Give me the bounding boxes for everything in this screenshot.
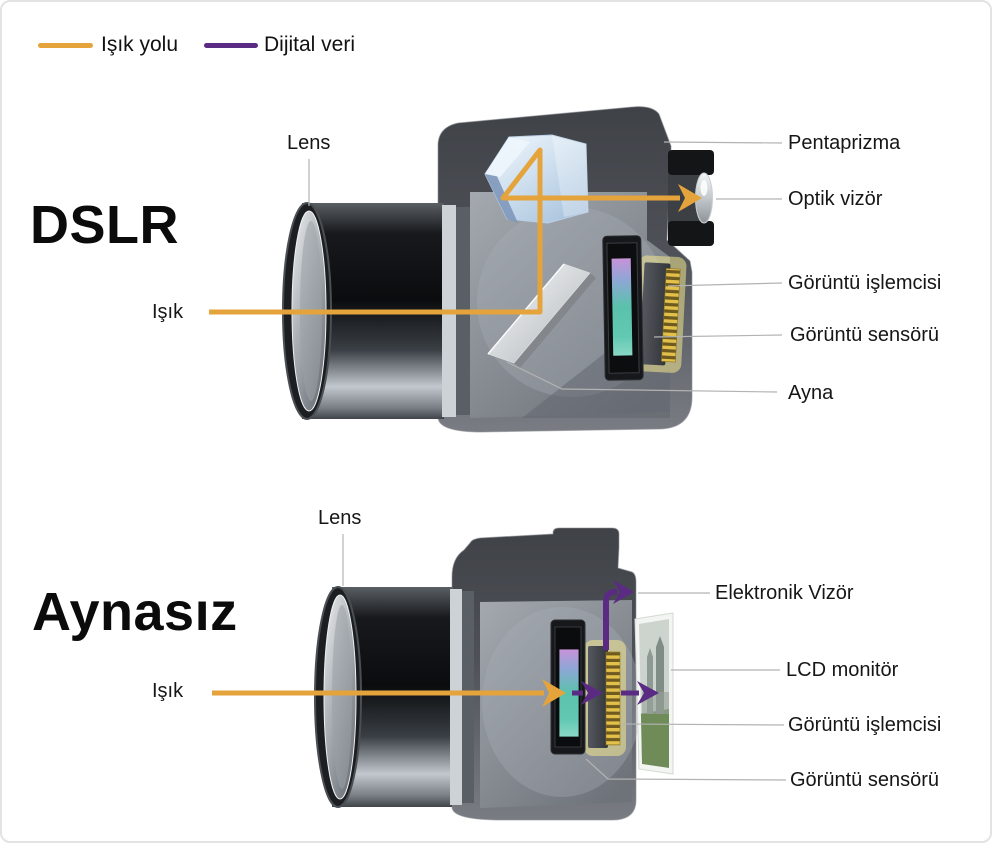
dslr-light-path	[209, 147, 702, 315]
mirrorless-evf-label: Elektronik Vizör	[715, 582, 854, 604]
dslr-image-sensor-label: Görüntü sensörü	[790, 324, 939, 346]
dslr-light-label: Işık	[152, 301, 184, 323]
dslr-leader-lines	[308, 141, 783, 393]
light-path-legend-swatch	[38, 43, 93, 48]
dslr-lens-label: Lens	[287, 132, 331, 154]
mirrorless-light-path	[212, 679, 566, 707]
mirrorless-lens-label: Lens	[318, 507, 362, 529]
dslr-pentaprism-label: Pentaprizma	[788, 132, 901, 154]
mirrorless-image-processor-label: Görüntü işlemcisi	[788, 714, 942, 736]
mirrorless-light-label: Işık	[152, 680, 184, 702]
mirrorless-camera-illustration	[212, 527, 787, 821]
dslr-light-arrowhead	[678, 184, 702, 212]
light-path-legend-label: Işık yolu	[101, 33, 179, 56]
mirrorless-section-title: Aynasız	[32, 582, 238, 642]
dslr-image-sensor	[602, 235, 644, 381]
mirrorless-light-arrowhead	[542, 679, 566, 707]
dslr-optical-viewfinder-label: Optik vizör	[788, 188, 883, 210]
dslr-image-processor-label: Görüntü işlemcisi	[788, 272, 942, 294]
mirrorless-digital-data-paths	[572, 580, 659, 705]
dslr-mirror-label: Ayna	[788, 382, 834, 404]
digital-data-legend-label: Dijital veri	[264, 33, 356, 56]
mirrorless-lcd-label: LCD monitör	[786, 659, 899, 681]
dslr-section-title: DSLR	[30, 195, 179, 255]
mirrorless-lens	[314, 586, 474, 808]
mirrorless-image-sensor	[550, 619, 586, 755]
digital-data-legend-swatch	[204, 43, 258, 48]
mirrorless-leader-lines	[342, 534, 787, 781]
dslr-camera-illustration	[209, 106, 783, 433]
mirrorless-image-sensor-label: Görüntü sensörü	[790, 769, 939, 791]
mirrorless-image-processor	[584, 640, 626, 756]
dslr-image-processor	[633, 255, 687, 373]
